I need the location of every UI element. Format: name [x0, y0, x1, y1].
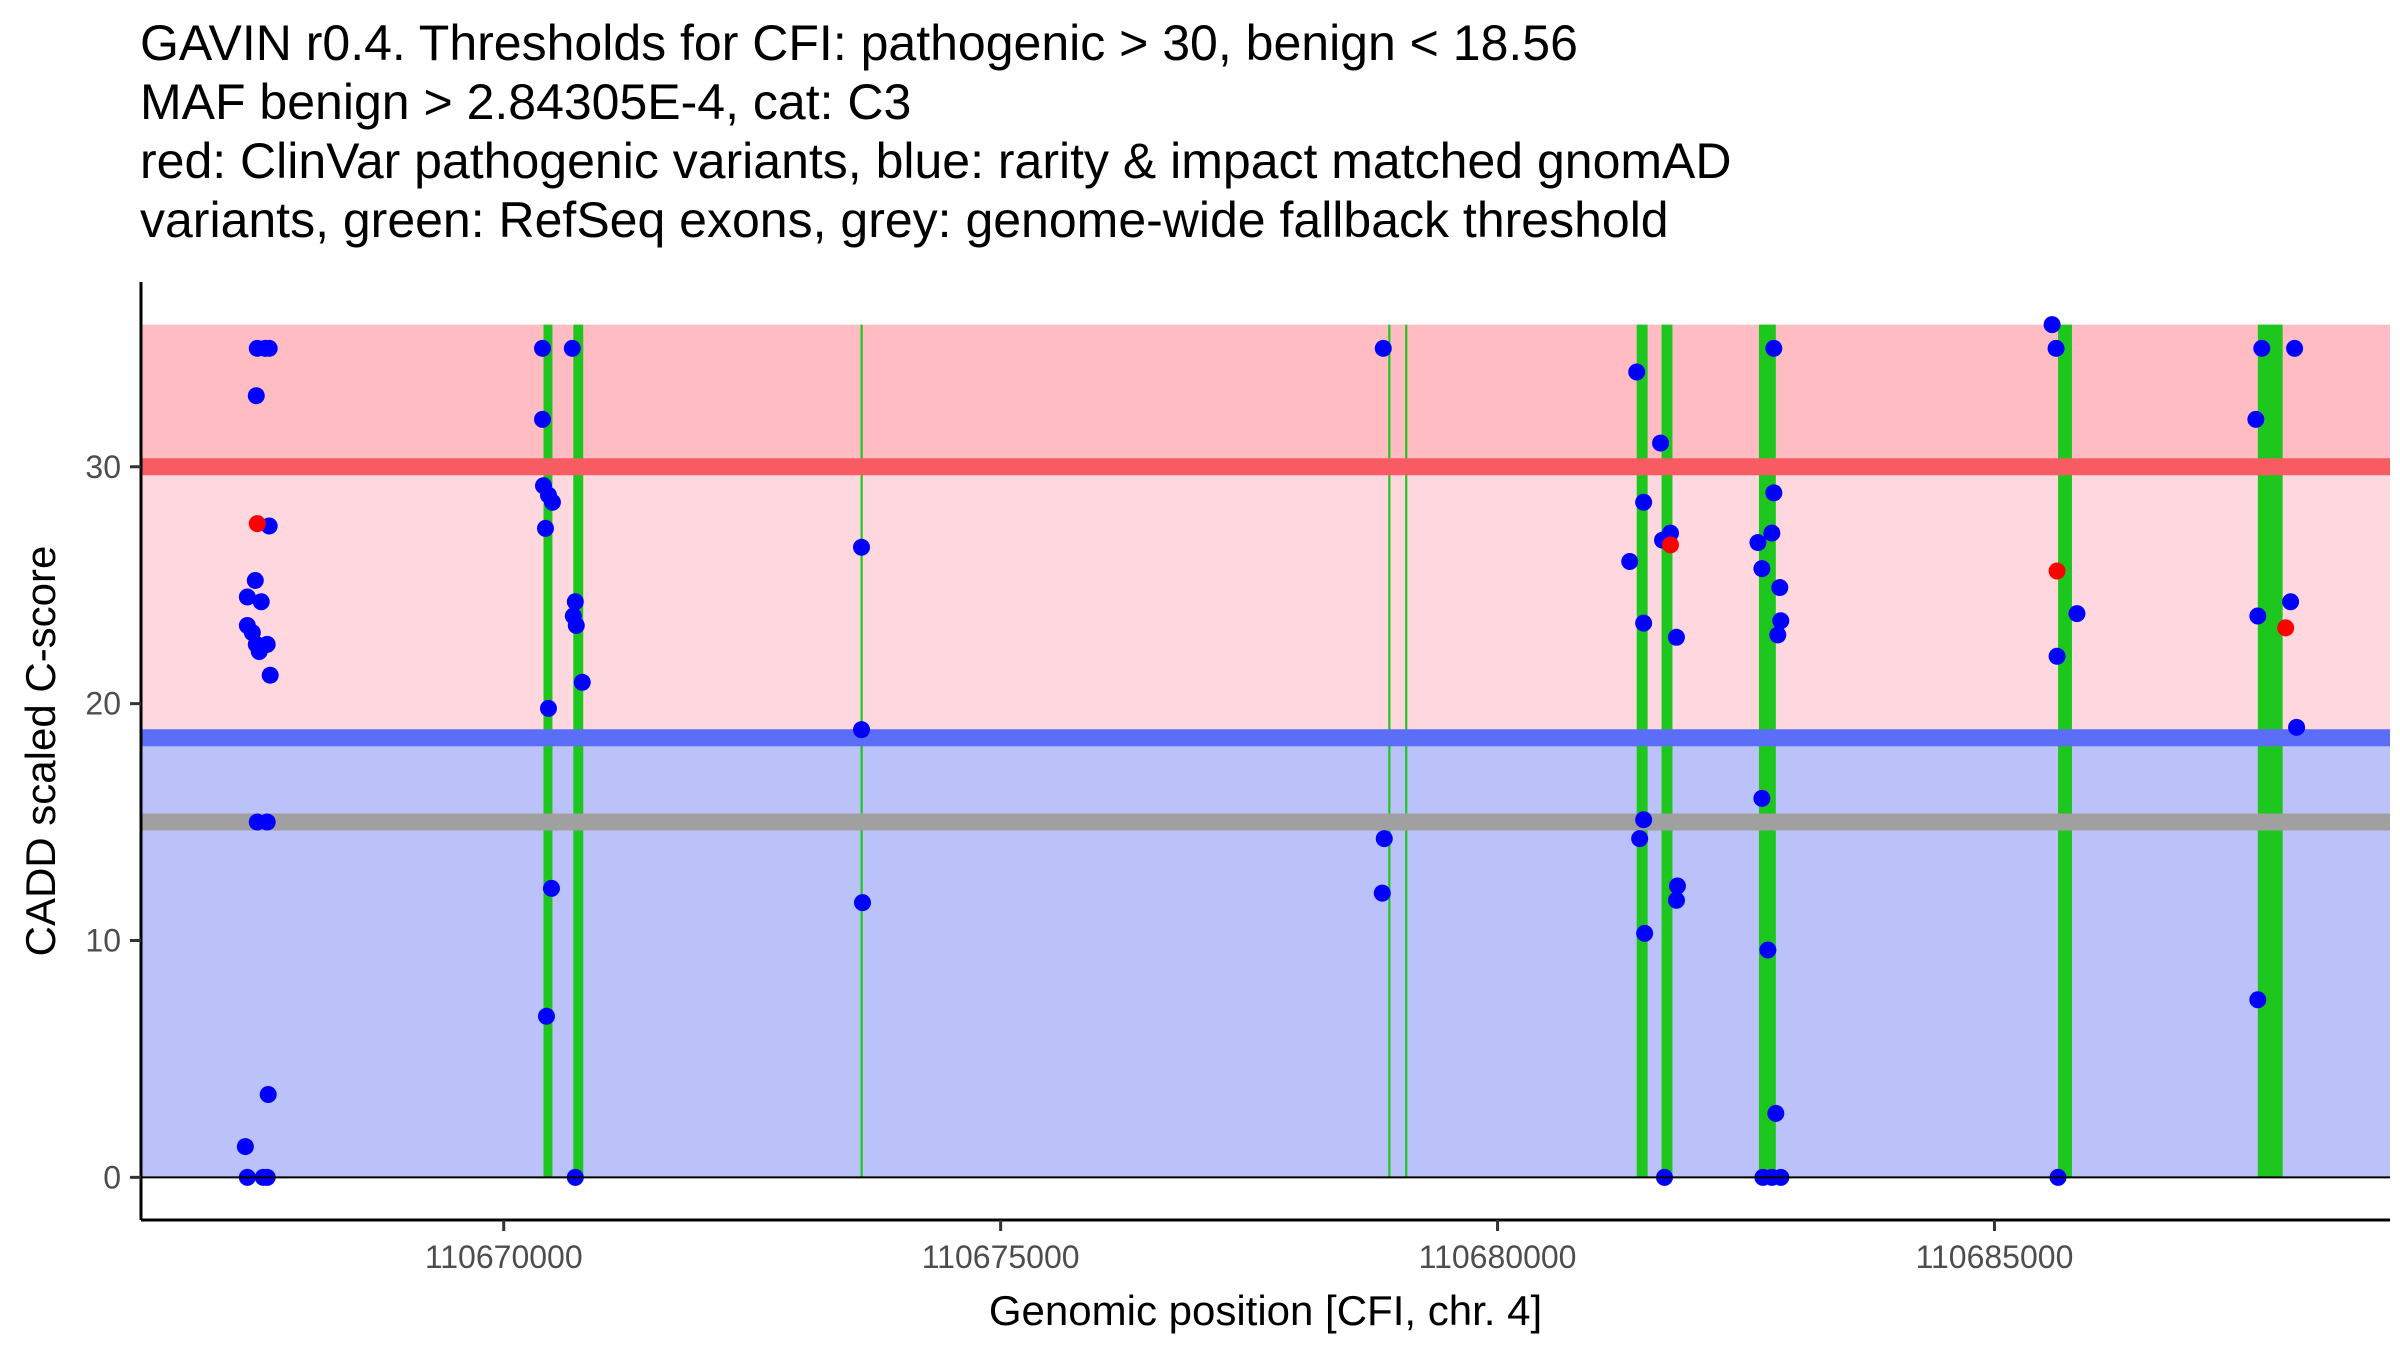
point-rarity-impact-matched-gnomad-variants [2068, 605, 2086, 623]
point-rarity-impact-matched-gnomad-variants [1771, 579, 1789, 597]
threshold-lines [141, 458, 2390, 831]
point-rarity-impact-matched-gnomad-variants [1652, 434, 1670, 452]
point-rarity-impact-matched-gnomad-variants [1621, 553, 1639, 571]
point-rarity-impact-matched-gnomad-variants [543, 493, 561, 511]
region-between [141, 466, 2390, 738]
point-rarity-impact-matched-gnomad-variants [536, 519, 554, 537]
title-line-4: variants, green: RefSeq exons, grey: gen… [140, 192, 1669, 248]
x-tick-label: 110680000 [1419, 1239, 1577, 1275]
title-line-2: MAF benign > 2.84305E-4, cat: C3 [140, 74, 912, 130]
point-rarity-impact-matched-gnomad-variants [2288, 718, 2306, 736]
point-rarity-impact-matched-gnomad-variants [246, 571, 264, 589]
point-rarity-impact-matched-gnomad-variants [1374, 339, 1392, 357]
y-axis-label: CADD scaled C-score [17, 546, 64, 957]
point-rarity-impact-matched-gnomad-variants [261, 666, 279, 684]
point-rarity-impact-matched-gnomad-variants [2282, 593, 2300, 611]
point-rarity-impact-matched-gnomad-variants [252, 593, 270, 611]
point-rarity-impact-matched-gnomad-variants [260, 339, 278, 357]
point-clinvar-pathogenic-variants [2048, 562, 2066, 580]
x-tick-label: 110670000 [425, 1239, 583, 1275]
point-rarity-impact-matched-gnomad-variants [259, 1085, 277, 1103]
point-rarity-impact-matched-gnomad-variants [1668, 877, 1686, 895]
point-rarity-impact-matched-gnomad-variants [573, 673, 591, 691]
point-rarity-impact-matched-gnomad-variants [1635, 811, 1653, 829]
point-rarity-impact-matched-gnomad-variants [2043, 316, 2061, 334]
point-rarity-impact-matched-gnomad-variants [238, 588, 256, 606]
title-line-1: GAVIN r0.4. Thresholds for CFI: pathogen… [140, 15, 1578, 71]
exon-bar-8 [1758, 324, 1776, 1178]
exon-bar-5 [1405, 324, 1408, 1178]
point-rarity-impact-matched-gnomad-variants [537, 1007, 555, 1025]
point-rarity-impact-matched-gnomad-variants [534, 339, 552, 357]
region-pathogenic [141, 324, 2390, 467]
point-rarity-impact-matched-gnomad-variants [1635, 614, 1653, 632]
point-rarity-impact-matched-gnomad-variants [1769, 626, 1787, 644]
point-clinvar-pathogenic-variants [2277, 619, 2295, 637]
point-rarity-impact-matched-gnomad-variants [258, 813, 276, 831]
point-rarity-impact-matched-gnomad-variants [566, 593, 584, 611]
point-rarity-impact-matched-gnomad-variants [534, 410, 552, 428]
point-rarity-impact-matched-gnomad-variants [1749, 534, 1767, 552]
x-tick-label: 110675000 [922, 1239, 1080, 1275]
point-rarity-impact-matched-gnomad-variants [1667, 891, 1685, 909]
exon-bar-6 [1636, 324, 1648, 1178]
point-rarity-impact-matched-gnomad-variants [1753, 789, 1771, 807]
point-rarity-impact-matched-gnomad-variants [2286, 339, 2304, 357]
point-rarity-impact-matched-gnomad-variants [1765, 484, 1783, 502]
y-axis-ticks: 0 10 20 30 [85, 449, 141, 1195]
point-rarity-impact-matched-gnomad-variants [1628, 363, 1646, 381]
x-tick-label: 110685000 [1916, 1239, 2074, 1275]
point-rarity-impact-matched-gnomad-variants [2048, 647, 2066, 665]
chart-title: GAVIN r0.4. Thresholds for CFI: pathogen… [140, 14, 1731, 250]
exon-bar-4 [1388, 324, 1391, 1178]
exon-bar-2 [573, 324, 584, 1178]
point-rarity-impact-matched-gnomad-variants [1753, 560, 1771, 578]
point-rarity-impact-matched-gnomad-variants [1759, 941, 1777, 959]
point-rarity-impact-matched-gnomad-variants [2253, 339, 2271, 357]
threshold-regions [141, 324, 2390, 1178]
point-rarity-impact-matched-gnomad-variants [2247, 410, 2265, 428]
point-rarity-impact-matched-gnomad-variants [1765, 339, 1783, 357]
x-axis-ticks: 110670000 110675000 110680000 110685000 [425, 1220, 2074, 1275]
point-rarity-impact-matched-gnomad-variants [567, 616, 585, 634]
point-rarity-impact-matched-gnomad-variants [1767, 1104, 1785, 1122]
y-tick-label: 0 [103, 1159, 121, 1195]
point-rarity-impact-matched-gnomad-variants [2047, 339, 2065, 357]
exon-bar-10 [2257, 324, 2283, 1178]
region-benign [141, 737, 2390, 1178]
point-rarity-impact-matched-gnomad-variants [853, 538, 871, 556]
point-rarity-impact-matched-gnomad-variants [853, 721, 871, 739]
exon-bar-3 [860, 324, 863, 1178]
y-tick-label: 30 [85, 449, 121, 485]
exon-bar-9 [2058, 324, 2072, 1178]
point-rarity-impact-matched-gnomad-variants [1375, 830, 1393, 848]
point-rarity-impact-matched-gnomad-variants [1373, 884, 1391, 902]
point-rarity-impact-matched-gnomad-variants [1772, 612, 1790, 630]
exon-bar-7 [1661, 324, 1673, 1178]
point-rarity-impact-matched-gnomad-variants [236, 1138, 254, 1156]
point-rarity-impact-matched-gnomad-variants [1631, 830, 1649, 848]
point-rarity-impact-matched-gnomad-variants [854, 894, 872, 912]
exon-bar-1 [543, 324, 553, 1178]
point-rarity-impact-matched-gnomad-variants [1636, 924, 1654, 942]
axes: 110670000 110675000 110680000 110685000 0 10… [17, 282, 2390, 1334]
y-tick-label: 20 [85, 686, 121, 722]
point-rarity-impact-matched-gnomad-variants [1763, 524, 1781, 542]
point-rarity-impact-matched-gnomad-variants [539, 699, 557, 717]
point-rarity-impact-matched-gnomad-variants [247, 387, 265, 405]
point-rarity-impact-matched-gnomad-variants [1667, 628, 1685, 646]
point-rarity-impact-matched-gnomad-variants [2249, 991, 2267, 1009]
point-rarity-impact-matched-gnomad-variants [563, 339, 581, 357]
point-rarity-impact-matched-gnomad-variants [542, 879, 560, 897]
point-rarity-impact-matched-gnomad-variants [2249, 607, 2267, 625]
variant-points [236, 316, 2306, 1186]
y-tick-label: 10 [85, 922, 121, 958]
x-axis-label: Genomic position [CFI, chr. 4] [989, 1287, 1542, 1334]
point-rarity-impact-matched-gnomad-variants [1635, 493, 1653, 511]
title-line-3: red: ClinVar pathogenic variants, blue: … [140, 133, 1732, 189]
point-rarity-impact-matched-gnomad-variants [250, 643, 268, 661]
point-clinvar-pathogenic-variants [1661, 536, 1679, 554]
point-clinvar-pathogenic-variants [248, 515, 266, 533]
